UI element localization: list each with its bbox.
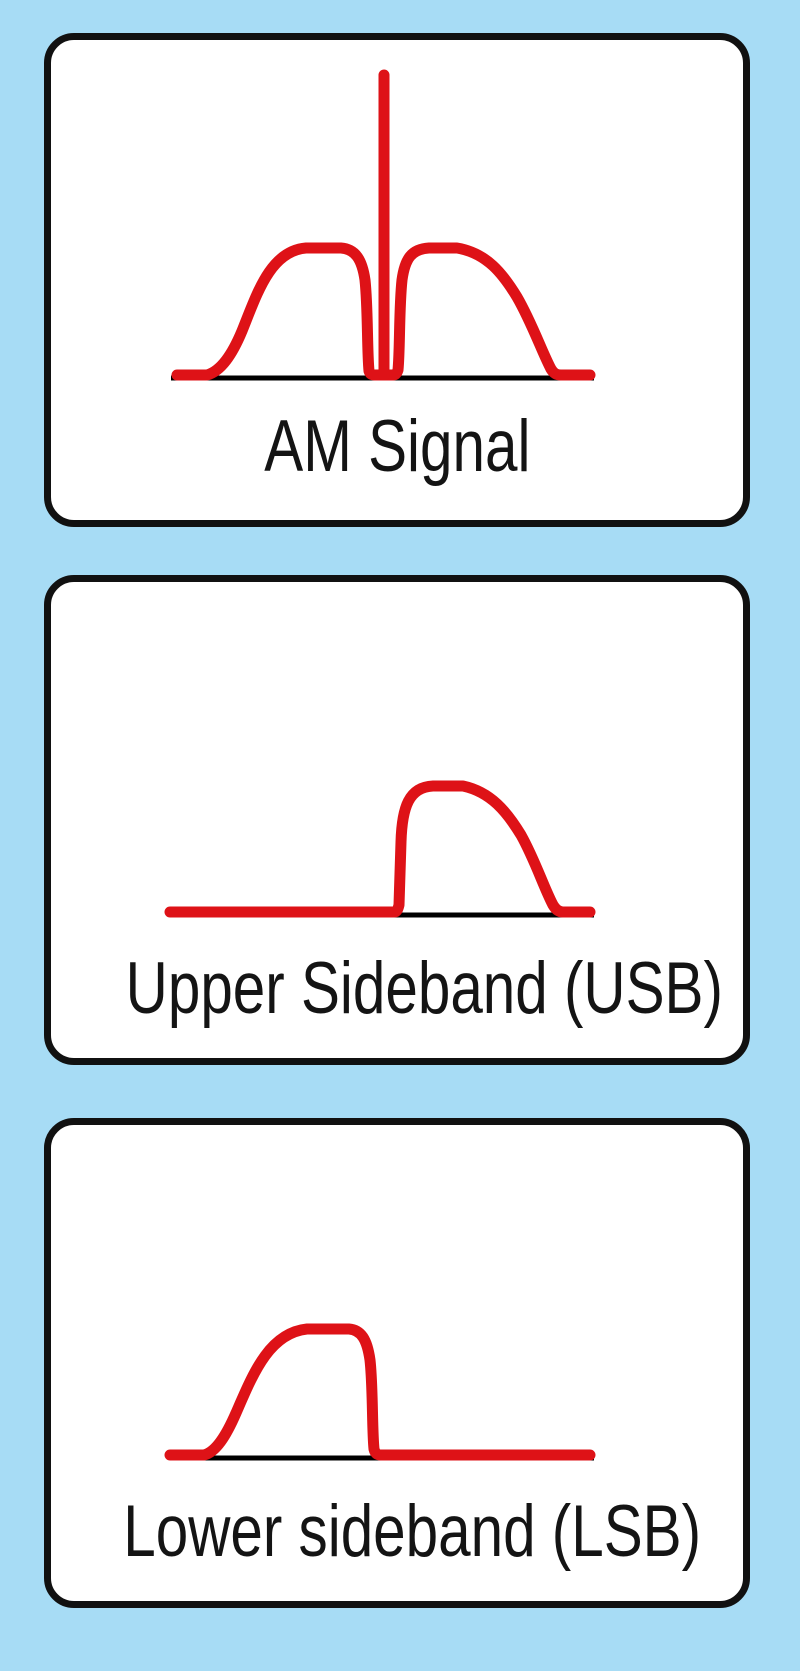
panel-upper-sideband: Upper Sideband (USB) bbox=[44, 575, 750, 1065]
panel-am-signal: AM Signal bbox=[44, 33, 750, 527]
am-sidebands-curve bbox=[171, 242, 596, 381]
panel-label-lsb-text: Lower sideband (LSB) bbox=[123, 1491, 702, 1572]
panel-label-am: AM Signal bbox=[51, 410, 743, 483]
lsb-spectrum-drawing bbox=[164, 1323, 596, 1461]
usb-curve bbox=[164, 780, 596, 918]
panel-label-am-text: AM Signal bbox=[263, 406, 531, 487]
panel-lower-sideband: Lower sideband (LSB) bbox=[44, 1118, 750, 1608]
am-spectrum-drawing bbox=[171, 69, 596, 381]
usb-spectrum-drawing bbox=[164, 780, 596, 918]
panel-label-lsb: Lower sideband (LSB) bbox=[51, 1495, 743, 1568]
lsb-curve bbox=[164, 1323, 596, 1461]
panel-label-usb-text: Upper Sideband (USB) bbox=[125, 948, 723, 1029]
panel-label-usb: Upper Sideband (USB) bbox=[51, 952, 743, 1025]
